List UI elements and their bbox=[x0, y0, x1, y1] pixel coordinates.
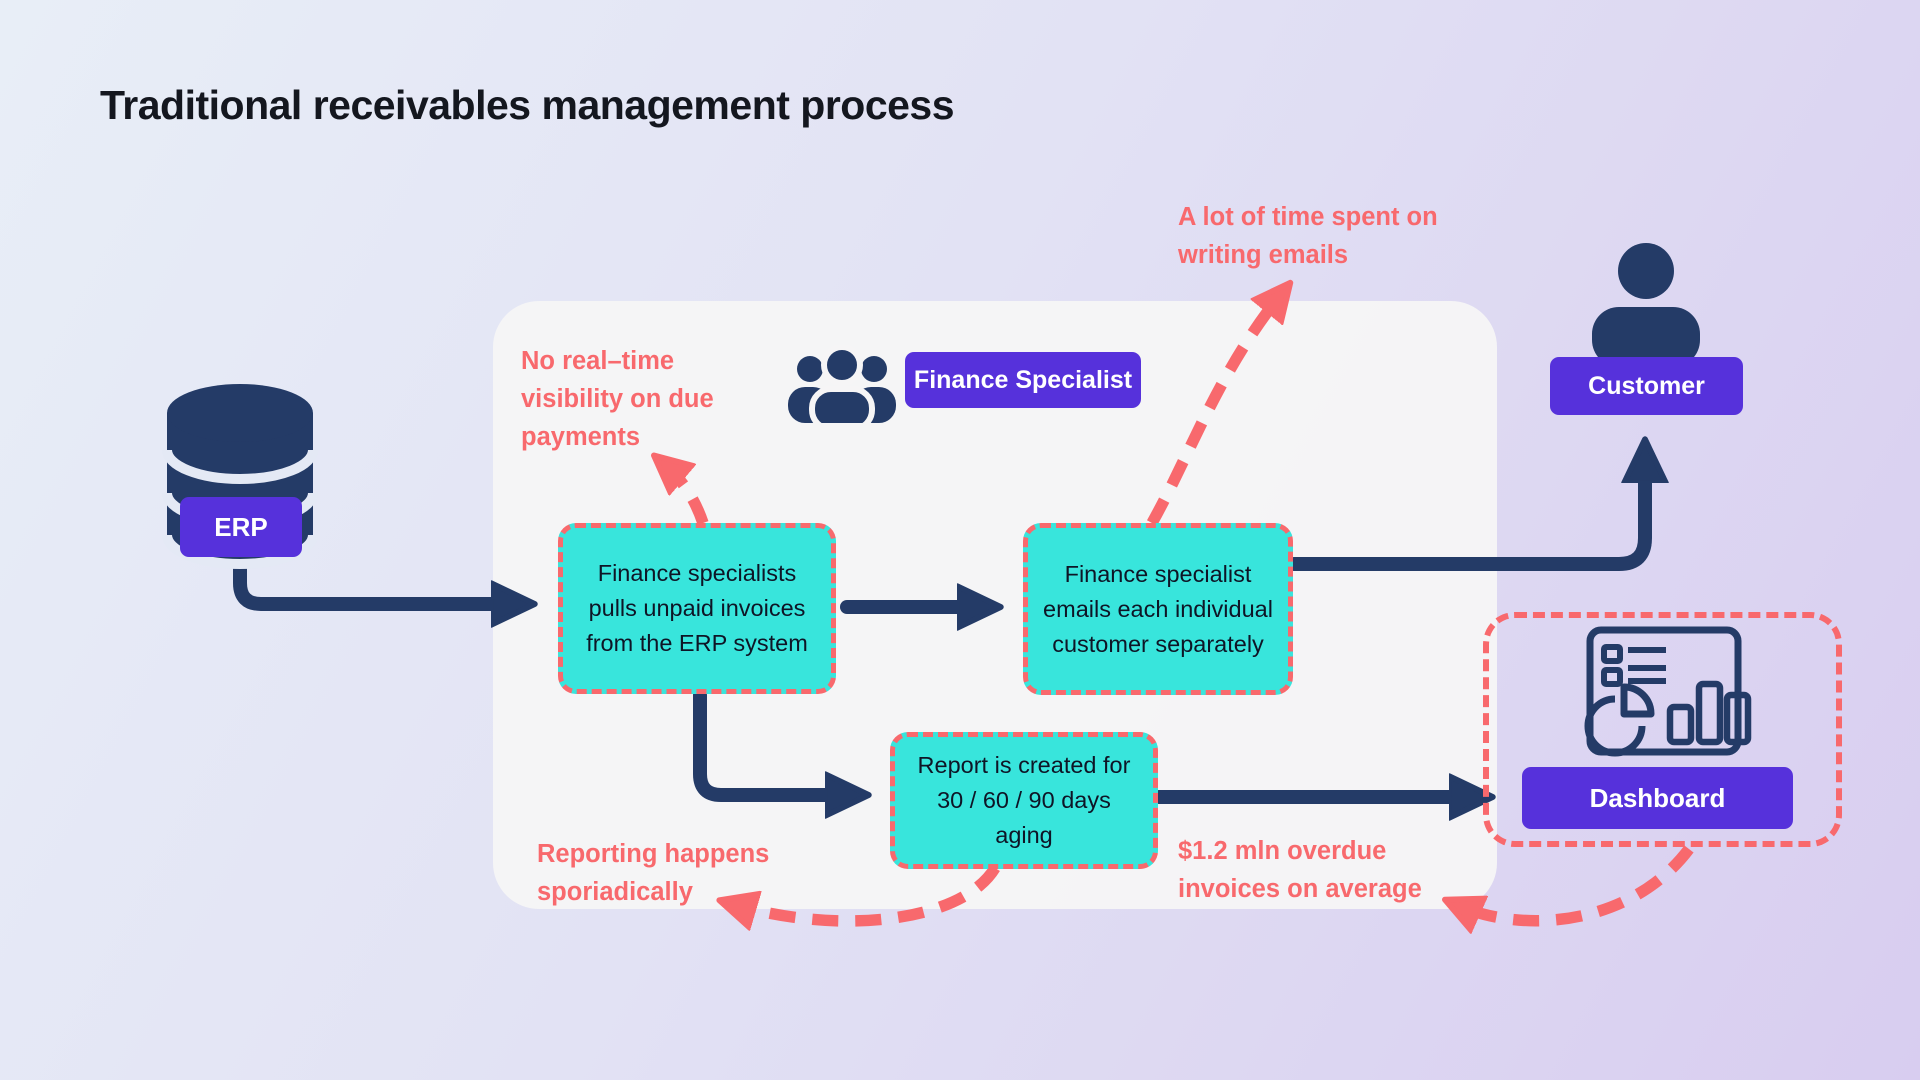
step-line: 30 / 60 / 90 days bbox=[937, 787, 1111, 813]
step-line: from the ERP system bbox=[586, 630, 808, 656]
people-group-icon bbox=[788, 345, 896, 423]
step-line: Finance specialist bbox=[1064, 560, 1252, 587]
annotation-line: sporiadically bbox=[537, 878, 693, 906]
annotation-line: visibility on due bbox=[521, 385, 714, 413]
customer-label: Customer bbox=[1550, 357, 1743, 415]
dashboard-frame bbox=[1483, 612, 1842, 847]
annotation-line: A lot of time spent on bbox=[1178, 203, 1438, 231]
step-line: pulls unpaid invoices bbox=[588, 595, 806, 621]
dashboard-label: Dashboard bbox=[1522, 767, 1793, 829]
customer-label-text: Customer bbox=[1588, 371, 1705, 400]
annotation-no-visibility: No real–time visibility on due payments bbox=[521, 342, 714, 456]
step-line: Report is created for bbox=[917, 752, 1131, 778]
erp-label: ERP bbox=[180, 497, 302, 557]
step-email-customers: Finance specialist emails each individua… bbox=[1023, 523, 1293, 695]
step-pull-invoices: Finance specialists pulls unpaid invoice… bbox=[558, 523, 836, 694]
annotation-line: No real–time bbox=[521, 347, 675, 375]
step-report-aging: Report is created for 30 / 60 / 90 days … bbox=[890, 732, 1158, 869]
person-icon bbox=[1592, 243, 1700, 360]
annotation-overdue-invoices: $1.2 mln overdue invoices on average bbox=[1178, 832, 1422, 908]
annotation-line: $1.2 mln overdue bbox=[1178, 837, 1387, 865]
annotation-line: payments bbox=[521, 423, 641, 451]
finance-specialist-badge-text: Finance Specialist bbox=[913, 365, 1133, 394]
finance-specialist-badge: Finance Specialist bbox=[905, 352, 1141, 408]
annotation-sporadic-reporting: Reporting happens sporiadically bbox=[537, 835, 769, 911]
step-line: emails each individual bbox=[1043, 595, 1273, 622]
dashboard-label-text: Dashboard bbox=[1589, 782, 1726, 813]
annotation-time-spent: A lot of time spent on writing emails bbox=[1178, 198, 1438, 274]
analytics-dashboard-icon bbox=[1584, 626, 1752, 757]
annotation-line: invoices on average bbox=[1178, 875, 1422, 903]
annotation-line: writing emails bbox=[1178, 241, 1349, 269]
step-line: Finance specialists bbox=[597, 560, 797, 586]
annotation-line: Reporting happens bbox=[537, 840, 770, 868]
erp-label-text: ERP bbox=[214, 511, 268, 542]
step-line: aging bbox=[995, 822, 1053, 848]
page-title: Traditional receivables management proce… bbox=[100, 82, 955, 128]
step-line: customer separately bbox=[1052, 630, 1264, 657]
